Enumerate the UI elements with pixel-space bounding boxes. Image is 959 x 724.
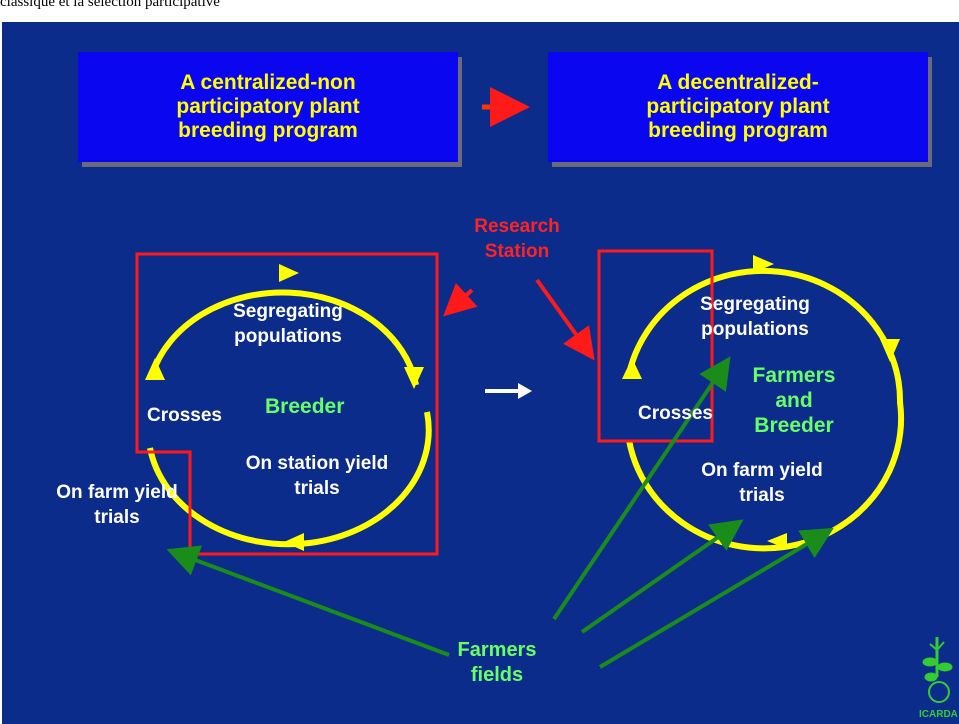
crosses-right-label: Crosses: [638, 403, 713, 424]
left-cycle-arrow-right: [404, 367, 424, 389]
icarda-logo-mark: [922, 637, 953, 703]
slide-caption: classique et la sélection participative: [0, 0, 220, 10]
segregating-populations-right-label: Segregating populations: [700, 294, 810, 340]
farmers-and-breeder-label: Farmers and Breeder: [752, 364, 836, 437]
centralized-program-box: A centralized-non participatory plant br…: [78, 52, 458, 162]
slide: A centralized-non participatory plant br…: [2, 22, 959, 724]
on-farm-yield-trials-right-label: On farm yield trials: [701, 460, 823, 506]
left-cycle-arrow-left: [145, 358, 165, 380]
farmers-fields-label: Farmers fields: [457, 639, 537, 686]
left-cycle-arrow-top: [279, 264, 299, 282]
centralized-program-title: A centralized-non participatory plant br…: [176, 71, 360, 142]
crosses-left-label: Crosses: [147, 405, 222, 426]
cycle-transition-arrowhead: [518, 383, 532, 399]
farmers-arrow-on-farm-left: [166, 545, 450, 657]
right-cycle-arrow-right: [880, 339, 900, 362]
segregating-populations-left-label: Segregating populations: [233, 301, 343, 347]
right-cycle-arrow-bottom: [767, 533, 787, 549]
left-cycle-arc-bottom: [147, 411, 432, 548]
on-farm-yield-trials-left-label: On farm yield trials: [56, 482, 178, 528]
icarda-logo-text: ICARDA: [919, 709, 958, 720]
decentralized-program-title: A decentralized- participatory plant bre…: [646, 71, 830, 142]
right-research-station-outline: [597, 249, 714, 443]
research-station-arrow-left: [443, 283, 478, 317]
farmers-arrow-on-farm-right: [580, 519, 744, 634]
farmers-arrow-segregating: [552, 356, 731, 621]
farmers-arrow-bottom-right: [598, 527, 834, 669]
research-station-arrow-right: [535, 278, 595, 361]
decentralized-program-box: A decentralized- participatory plant bre…: [548, 52, 928, 162]
breeding-cycle-diagram: [135, 87, 953, 703]
right-cycle-arrow-top: [753, 255, 774, 273]
left-cycle-arrow-bottom: [284, 533, 304, 551]
research-station-label: Research Station: [474, 216, 560, 262]
breeder-label: Breeder: [265, 395, 345, 418]
right-cycle-arrow-left: [622, 358, 642, 379]
on-station-yield-trials-label: On station yield trials: [245, 453, 389, 499]
left-cycle-arc-top: [149, 289, 419, 386]
